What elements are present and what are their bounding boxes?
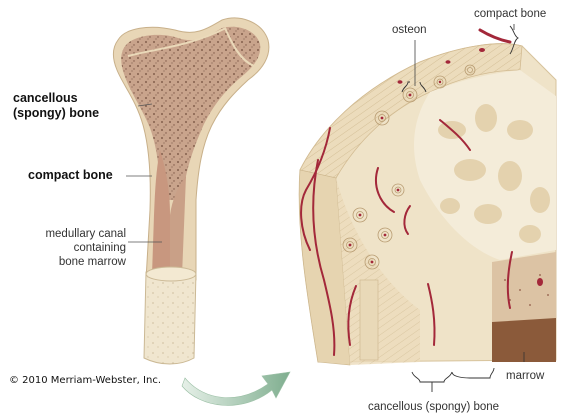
label-medullary-line2: containing (18, 242, 126, 256)
label-medullary-line3: bone marrow (18, 256, 126, 270)
label-medullary-line1: medullary canal (18, 228, 126, 242)
cut-bone-end (144, 272, 196, 364)
label-cancellous-line1: cancellous (13, 91, 99, 106)
label-cancellous-line2: (spongy) bone (13, 106, 99, 121)
label-marrow: marrow (506, 370, 544, 384)
label-osteon: osteon (392, 24, 427, 38)
label-cancellous-bone: cancellous (spongy) bone (13, 91, 99, 121)
label-cancellous-right: cancellous (spongy) bone (368, 401, 499, 415)
bone-cross-section (299, 30, 556, 365)
copyright-notice: © 2010 Merriam-Webster, Inc. (9, 375, 161, 386)
label-compact-bone-left: compact bone (28, 168, 113, 183)
cancellous-bracket (412, 368, 494, 392)
transition-arrow (182, 372, 290, 405)
long-bone (113, 18, 269, 364)
label-medullary-canal: medullary canal containing bone marrow (18, 228, 126, 269)
cut-bone-top-face (146, 267, 196, 281)
label-compact-bone-right: compact bone (474, 8, 546, 22)
vertical-vessel-column (360, 280, 378, 360)
